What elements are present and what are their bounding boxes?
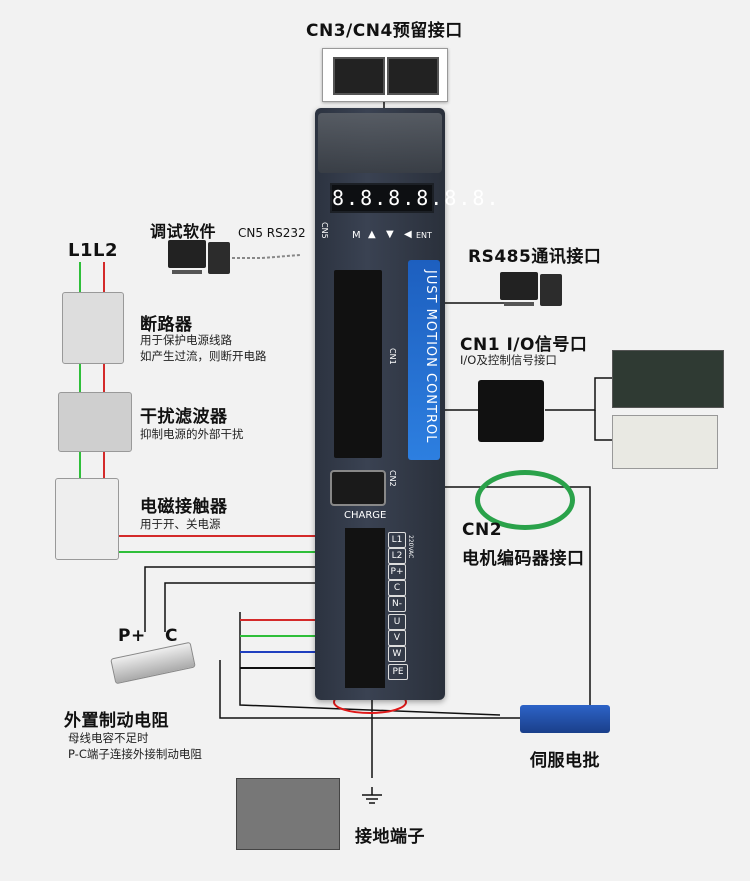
- voltage-label: 220VAC: [407, 535, 414, 559]
- cn1-port: [334, 270, 382, 458]
- p-plus-label: P+: [118, 626, 146, 646]
- resistor-desc-2: P-C端子连接外接制动电阻: [68, 747, 202, 761]
- c-label: C: [165, 626, 178, 646]
- charge-label: CHARGE: [344, 510, 387, 521]
- terminal-v: V: [388, 630, 406, 646]
- terminal-n-minus: N-: [388, 596, 406, 612]
- filter-desc: 抑制电源的外部干扰: [140, 427, 244, 441]
- breaker-desc-2: 如产生过流，则断开电路: [140, 349, 267, 363]
- cn2-desc: 电机编码器接口: [462, 549, 585, 569]
- motion-controller-image: [612, 350, 724, 408]
- breaker-title: 断路器: [140, 315, 193, 335]
- resistor-desc-1: 母线电容不足时: [68, 731, 149, 745]
- plc-image: [612, 415, 718, 469]
- terminal-p-plus: P+: [388, 564, 406, 580]
- terminal-u: U: [388, 614, 406, 630]
- cn2-line: [385, 486, 591, 705]
- contactor-image: [55, 478, 119, 560]
- ground-symbol-icon: [362, 787, 382, 804]
- plc1-line: [545, 377, 612, 411]
- cn5-label: CN5 RS232: [238, 226, 306, 240]
- resistor-title: 外置制动电阻: [64, 711, 169, 731]
- rs485-title: RS485通讯接口: [468, 247, 602, 267]
- key-ent: ENT: [416, 231, 432, 240]
- key-left: ◀: [404, 229, 412, 240]
- cn2-side-label: CN2: [388, 470, 397, 487]
- noise-filter-image: [58, 392, 132, 452]
- terminal-w: W: [388, 646, 406, 662]
- batch-power-line: [219, 660, 520, 719]
- debug-software-title: 调试软件: [150, 222, 217, 241]
- encoder-cable-image: [475, 470, 575, 530]
- cn1-connector-icon: [478, 380, 544, 442]
- cn2-port: [330, 470, 386, 506]
- terminal-c: C: [388, 580, 406, 596]
- plc2-line: [594, 410, 612, 441]
- keypad: M ▲ ▼ ◀ ENT: [330, 220, 440, 250]
- cn1-side-label: CN1: [388, 348, 397, 365]
- terminal-l2: L2: [388, 548, 406, 564]
- breaker-desc-1: 用于保护电源线路: [140, 333, 232, 347]
- servo-screwdriver-image: [520, 705, 610, 733]
- p-plus-wire: [144, 566, 362, 632]
- led-display: 8.8.8.8.8.8.: [330, 183, 499, 213]
- cn3-cn4-title: CN3/CN4预留接口: [306, 21, 463, 41]
- contactor-desc: 用于开、关电源: [140, 517, 221, 531]
- cn3-cn4-ports: [322, 48, 448, 102]
- key-down: ▼: [386, 229, 394, 240]
- filter-title: 干扰滤波器: [140, 407, 228, 427]
- l1l2-label: L1L2: [68, 240, 118, 261]
- key-up: ▲: [368, 229, 376, 240]
- key-m: M: [352, 230, 361, 241]
- servo-batch-title: 伺服电批: [530, 751, 600, 771]
- drive-top-cover: [318, 113, 442, 173]
- contactor-title: 电磁接触器: [140, 497, 228, 517]
- brand-band: [408, 260, 440, 460]
- ground-terminal-title: 接地端子: [355, 827, 425, 847]
- cn5-cable: [232, 254, 301, 259]
- terminal-pe: PE: [388, 664, 408, 680]
- cn2-title: CN2: [462, 520, 503, 540]
- terminal-l1: L1: [388, 532, 406, 548]
- c-wire: [164, 582, 362, 632]
- ground-terminal-photo: [236, 778, 340, 850]
- pc-icon-debug: [168, 240, 230, 274]
- cn5-side-label: CN5: [320, 222, 329, 239]
- motor-bundle: [239, 612, 501, 716]
- cn3-port-icon: [333, 57, 385, 95]
- pc-icon-rs485: [500, 272, 562, 306]
- cn1-title: CN1 I/O信号口: [460, 335, 588, 355]
- circuit-breaker-image: [62, 292, 124, 364]
- cn1-desc: I/O及控制信号接口: [460, 353, 557, 367]
- brand-text: JUST MOTION CONTROL: [423, 270, 438, 444]
- power-terminal-block: [345, 528, 385, 688]
- cn4-port-icon: [387, 57, 439, 95]
